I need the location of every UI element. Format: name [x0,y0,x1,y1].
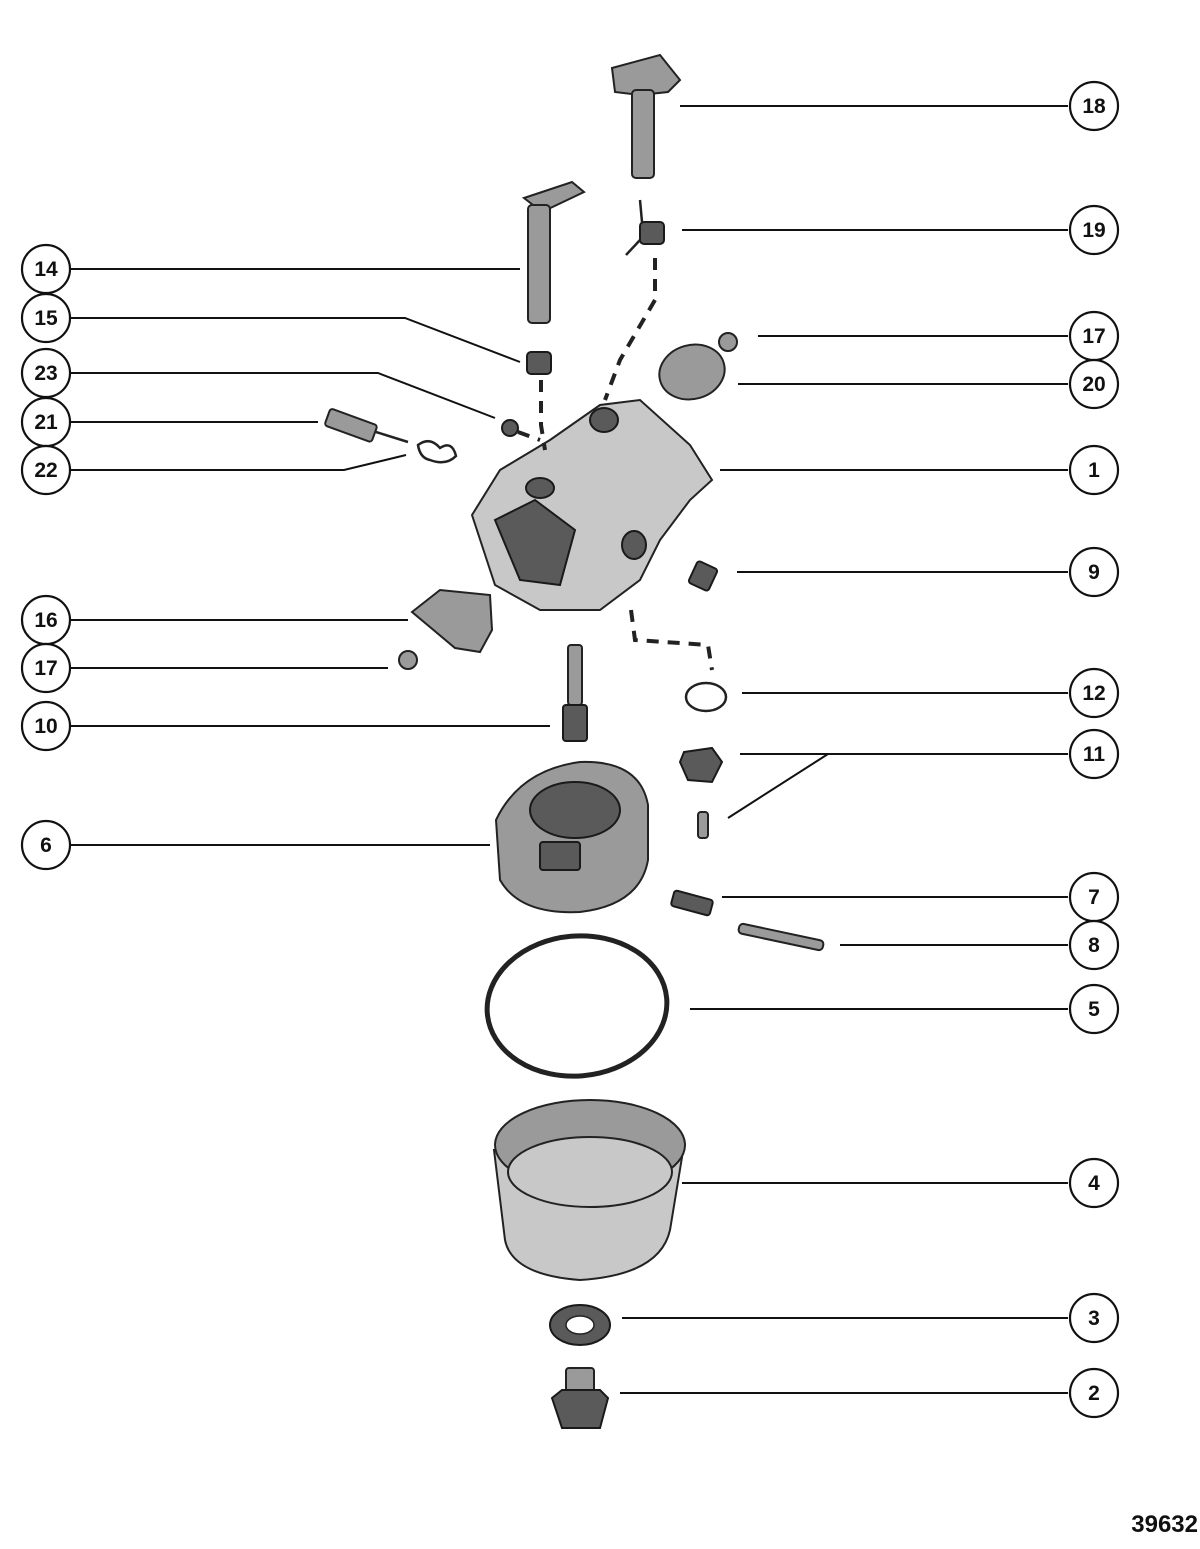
callout-circle [20,819,72,871]
callout-circle [1068,919,1120,971]
callout-number: 20 [1082,373,1105,396]
callout-number: 14 [34,258,58,281]
part-21-idle-screw [324,408,409,444]
callout-number: 10 [34,715,57,738]
callout-22: 22 [20,444,72,496]
figure-number: 39632 [1131,1511,1198,1538]
part-16-choke-plate [410,588,494,654]
callout-2: 2 [1068,1367,1120,1419]
part-6-float [494,760,649,914]
callout-number: 5 [1088,998,1100,1021]
callout-circle [1068,1367,1120,1419]
callout-number: 1 [1088,459,1100,482]
part-20-throttle-plate [658,343,726,401]
part-17-screw-lower [398,650,418,670]
callout-circle [20,292,72,344]
part-4-float-bowl [492,1099,686,1282]
callout-number: 4 [1088,1172,1100,1195]
callout-17: 17 [1068,310,1120,362]
part-17-screw-upper [718,332,738,352]
callout-circle [1068,204,1120,256]
callout-number: 11 [1083,743,1106,766]
callout-number: 23 [34,362,57,385]
part-10-nozzle [562,644,588,742]
callout-10: 10 [20,700,72,752]
assembly-guide-12 [629,609,714,671]
callout-circle [1068,444,1120,496]
part-19-spring [625,199,665,256]
callout-4: 4 [1068,1157,1120,1209]
callout-number: 7 [1088,886,1100,909]
part-11-needle-seat [678,746,724,839]
callout-circle [1068,80,1120,132]
callout-number: 18 [1082,95,1106,118]
assembly-guide-15 [539,380,547,451]
callout-15: 15 [20,292,72,344]
callout-circle [1068,728,1120,780]
assembly-guide-19 [603,258,657,401]
callout-8: 8 [1068,919,1120,971]
callout-20: 20 [1068,358,1120,410]
leader-22 [70,454,407,471]
leader-15 [70,317,521,363]
part-22-spring [416,439,458,464]
part-18-choke-shaft [610,53,682,179]
callout-circle [1068,667,1120,719]
part-3-washer [549,1304,611,1346]
callout-11: 11 [1068,728,1120,780]
callout-14: 14 [20,243,72,295]
callout-circle [1068,358,1120,410]
callout-number: 16 [34,609,57,632]
callout-number: 3 [1088,1307,1100,1330]
callout-1: 1 [1068,444,1120,496]
assembly-guide-23 [517,430,541,442]
callout-number: 22 [34,459,57,482]
callout-number: 21 [34,411,58,434]
callout-3: 3 [1068,1292,1120,1344]
callout-number: 15 [34,307,58,330]
callout-7: 7 [1068,871,1120,923]
part-7-spring [670,889,714,917]
part-2-bowl-nut [550,1367,610,1429]
callout-6: 6 [20,819,72,871]
callout-9: 9 [1068,546,1120,598]
callout-circle [1068,1292,1120,1344]
callout-number: 19 [1082,219,1105,242]
callout-19: 19 [1068,204,1120,256]
callout-circle [1068,1157,1120,1209]
callout-number: 9 [1088,561,1100,584]
part-5-gasket [484,933,670,1079]
callout-circle [20,444,72,496]
callout-number: 6 [40,834,52,857]
part-12-o-ring [684,681,728,713]
leader-11b [727,753,829,819]
part-9-jet [687,560,719,592]
callout-18: 18 [1068,80,1120,132]
leader-23 [70,372,496,419]
callout-number: 12 [1082,682,1105,705]
part-15-spring [526,351,552,375]
callout-21: 21 [20,396,72,448]
callout-circle [20,700,72,752]
callout-circle [1068,546,1120,598]
callout-17: 17 [20,642,72,694]
callout-group: 18 19 14 15 17 23 20 21 1 22 9 16 17 12 10 11 6 7 8 5 4 3 2 [20,80,1120,1419]
callout-number: 17 [1082,325,1105,348]
part-14-throttle-shaft [521,180,586,324]
part-23-ball [501,419,519,437]
callout-12: 12 [1068,667,1120,719]
callout-23: 23 [20,347,72,399]
callout-5: 5 [1068,983,1120,1035]
callout-circle [1068,983,1120,1035]
callout-circle [20,642,72,694]
callout-number: 17 [34,657,57,680]
callout-number: 8 [1088,934,1100,957]
part-1-carburetor-body [470,398,714,611]
callout-16: 16 [20,594,72,646]
callout-number: 2 [1088,1382,1100,1405]
part-8-float-pin [737,922,825,952]
